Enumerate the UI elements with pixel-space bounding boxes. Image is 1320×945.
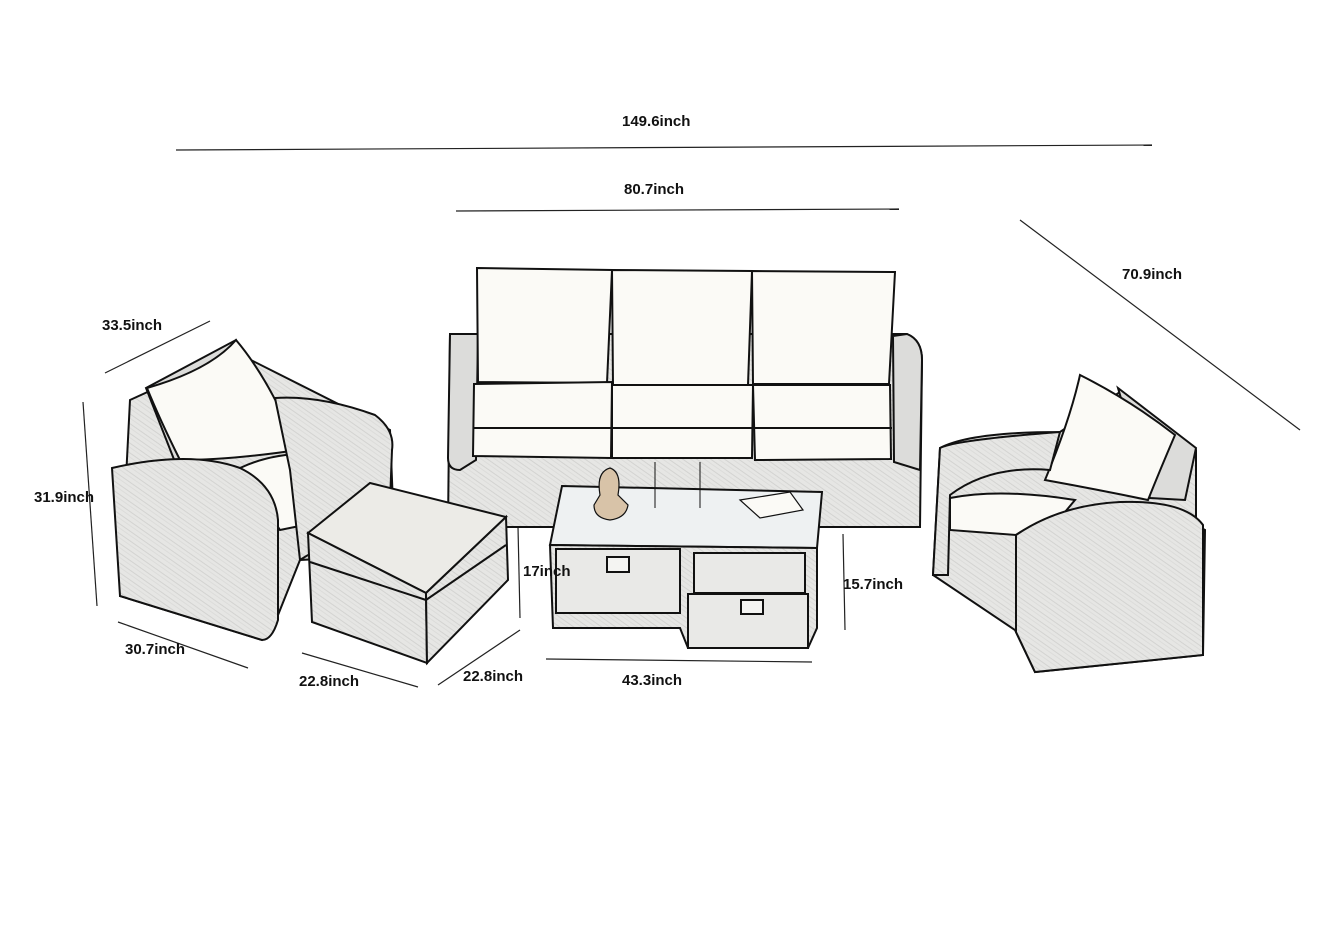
ottoman-height-label: 17inch <box>523 563 571 580</box>
sofa-width-line <box>455 208 900 212</box>
right-armchair-back-cushion <box>1043 373 1177 502</box>
ottoman-height-line <box>517 526 521 619</box>
dimension-lines <box>82 144 1301 688</box>
sofa-seat-cushion-middle <box>611 384 755 459</box>
sofa-back-cushion-left <box>475 266 614 385</box>
chair-depth-label: 30.7inch <box>125 641 186 658</box>
chair-depth-line <box>117 621 249 669</box>
table-length-line <box>545 658 813 663</box>
total-width-line <box>175 144 1153 151</box>
table-drawer-upper-right <box>693 552 806 594</box>
diagonal-depth-line <box>1019 219 1301 431</box>
sofa-seat-cushion-right <box>751 384 893 462</box>
table-length-label: 43.3inch <box>622 672 683 689</box>
chair-width-line <box>104 320 211 374</box>
ottoman-depth-line <box>437 629 521 686</box>
three-seat-sofa <box>446 266 924 528</box>
sofa-seat-cushion-left <box>471 380 614 460</box>
chair-width-label: 33.5inch <box>102 317 163 334</box>
ottoman-width-label: 22.8inch <box>299 673 360 690</box>
ottoman-width-line <box>301 652 419 688</box>
diagonal-depth-label: 70.9inch <box>1122 266 1183 283</box>
table-height-line <box>842 533 846 631</box>
table-height-label: 15.7inch <box>843 576 904 593</box>
total-width-label: 149.6inch <box>622 113 691 130</box>
table-drawer-handle-left <box>606 556 630 573</box>
ottoman <box>306 481 510 666</box>
coffee-table <box>548 462 824 649</box>
ottoman-depth-label: 22.8inch <box>463 668 524 685</box>
sofa-back-cushion-right <box>750 269 897 385</box>
right-armchair <box>931 373 1207 674</box>
chair-height-line <box>82 401 98 607</box>
sofa-width-label: 80.7inch <box>624 181 685 198</box>
chair-height-label: 31.9inch <box>34 489 95 506</box>
table-drawer-handle-right <box>740 599 764 615</box>
sofa-back-cushion-middle <box>610 268 754 386</box>
